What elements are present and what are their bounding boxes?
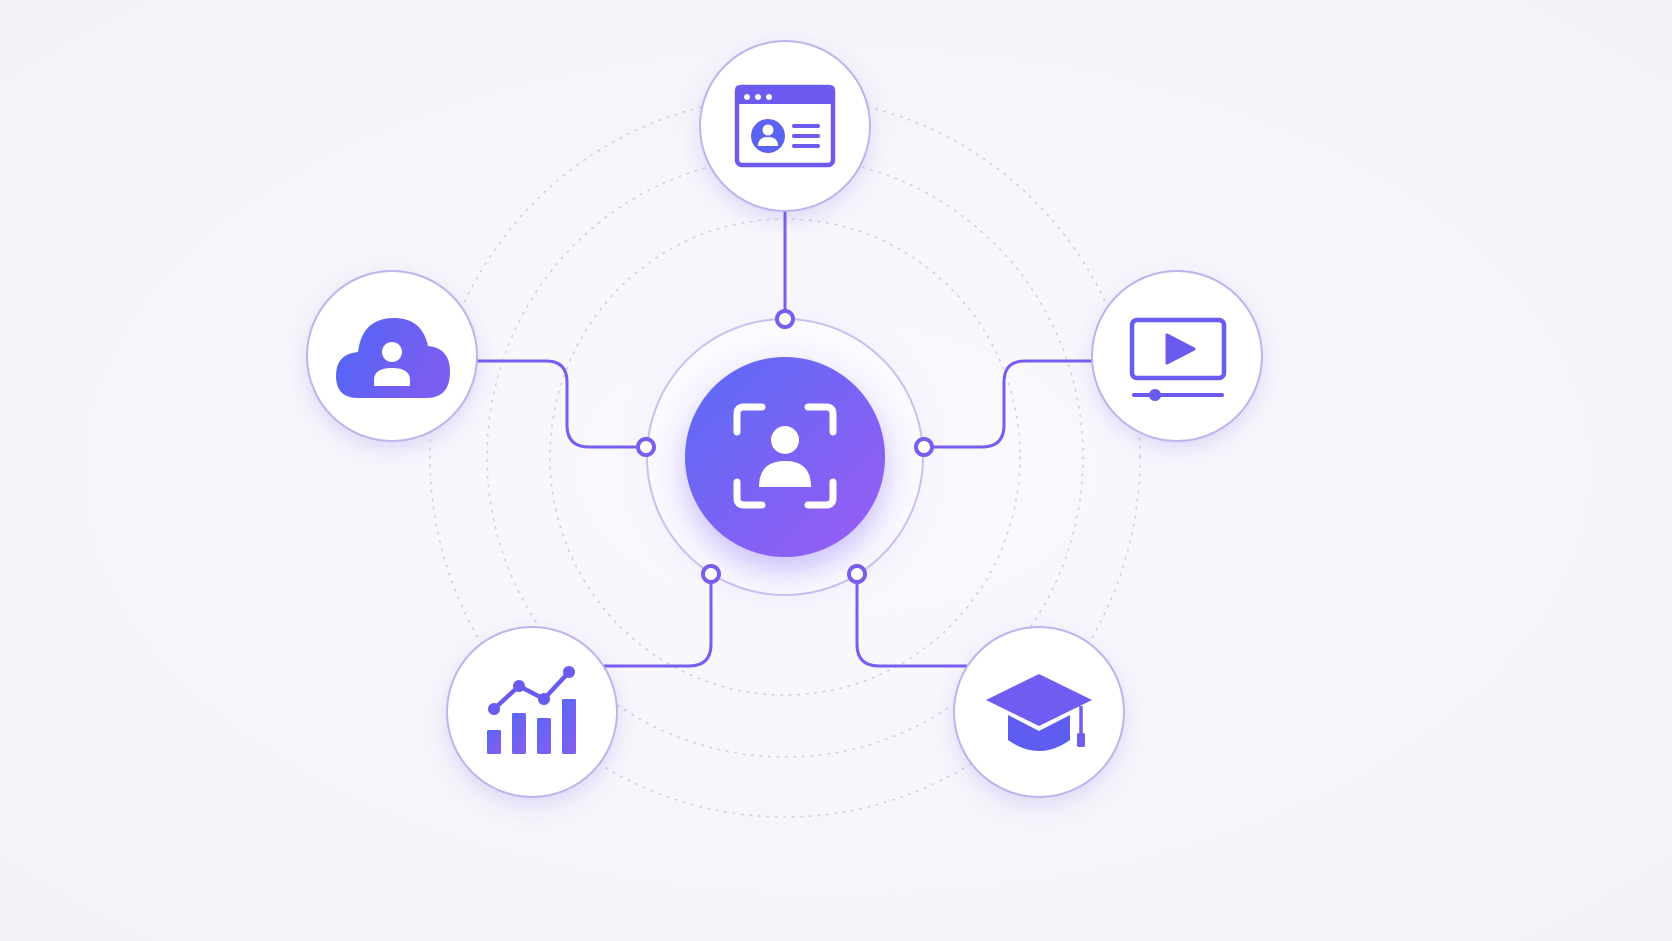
connector-right xyxy=(922,359,1094,449)
hub-node[interactable] xyxy=(685,357,885,557)
dot-right xyxy=(914,437,934,457)
node-analytics[interactable] xyxy=(446,626,618,798)
bar-line-chart-icon xyxy=(487,666,576,754)
node-circle xyxy=(446,626,618,798)
dot-top xyxy=(775,309,795,329)
cloud-user-icon xyxy=(336,318,450,398)
browser-profile-icon xyxy=(734,84,836,168)
dotted-ring-middle xyxy=(486,156,1084,758)
face-scan-person xyxy=(759,426,811,487)
graduation-cap-icon xyxy=(986,674,1092,751)
connector-left xyxy=(476,359,648,449)
connector-dots xyxy=(636,309,934,584)
dot-left xyxy=(636,437,656,457)
node-education[interactable] xyxy=(953,626,1125,798)
node-circle xyxy=(699,40,871,212)
node-cloud-user[interactable] xyxy=(306,270,478,442)
node-profile-card[interactable] xyxy=(699,40,871,212)
dot-bottom-right xyxy=(847,564,867,584)
connector-bottom-right xyxy=(855,572,970,668)
face-scan-icon xyxy=(733,403,837,509)
node-video-player[interactable] xyxy=(1091,270,1263,442)
dot-bottom-left xyxy=(701,564,721,584)
video-player-icon xyxy=(1129,317,1227,401)
connector-bottom-left xyxy=(602,572,713,668)
hub-circle xyxy=(685,357,885,557)
connectors xyxy=(476,210,1094,668)
